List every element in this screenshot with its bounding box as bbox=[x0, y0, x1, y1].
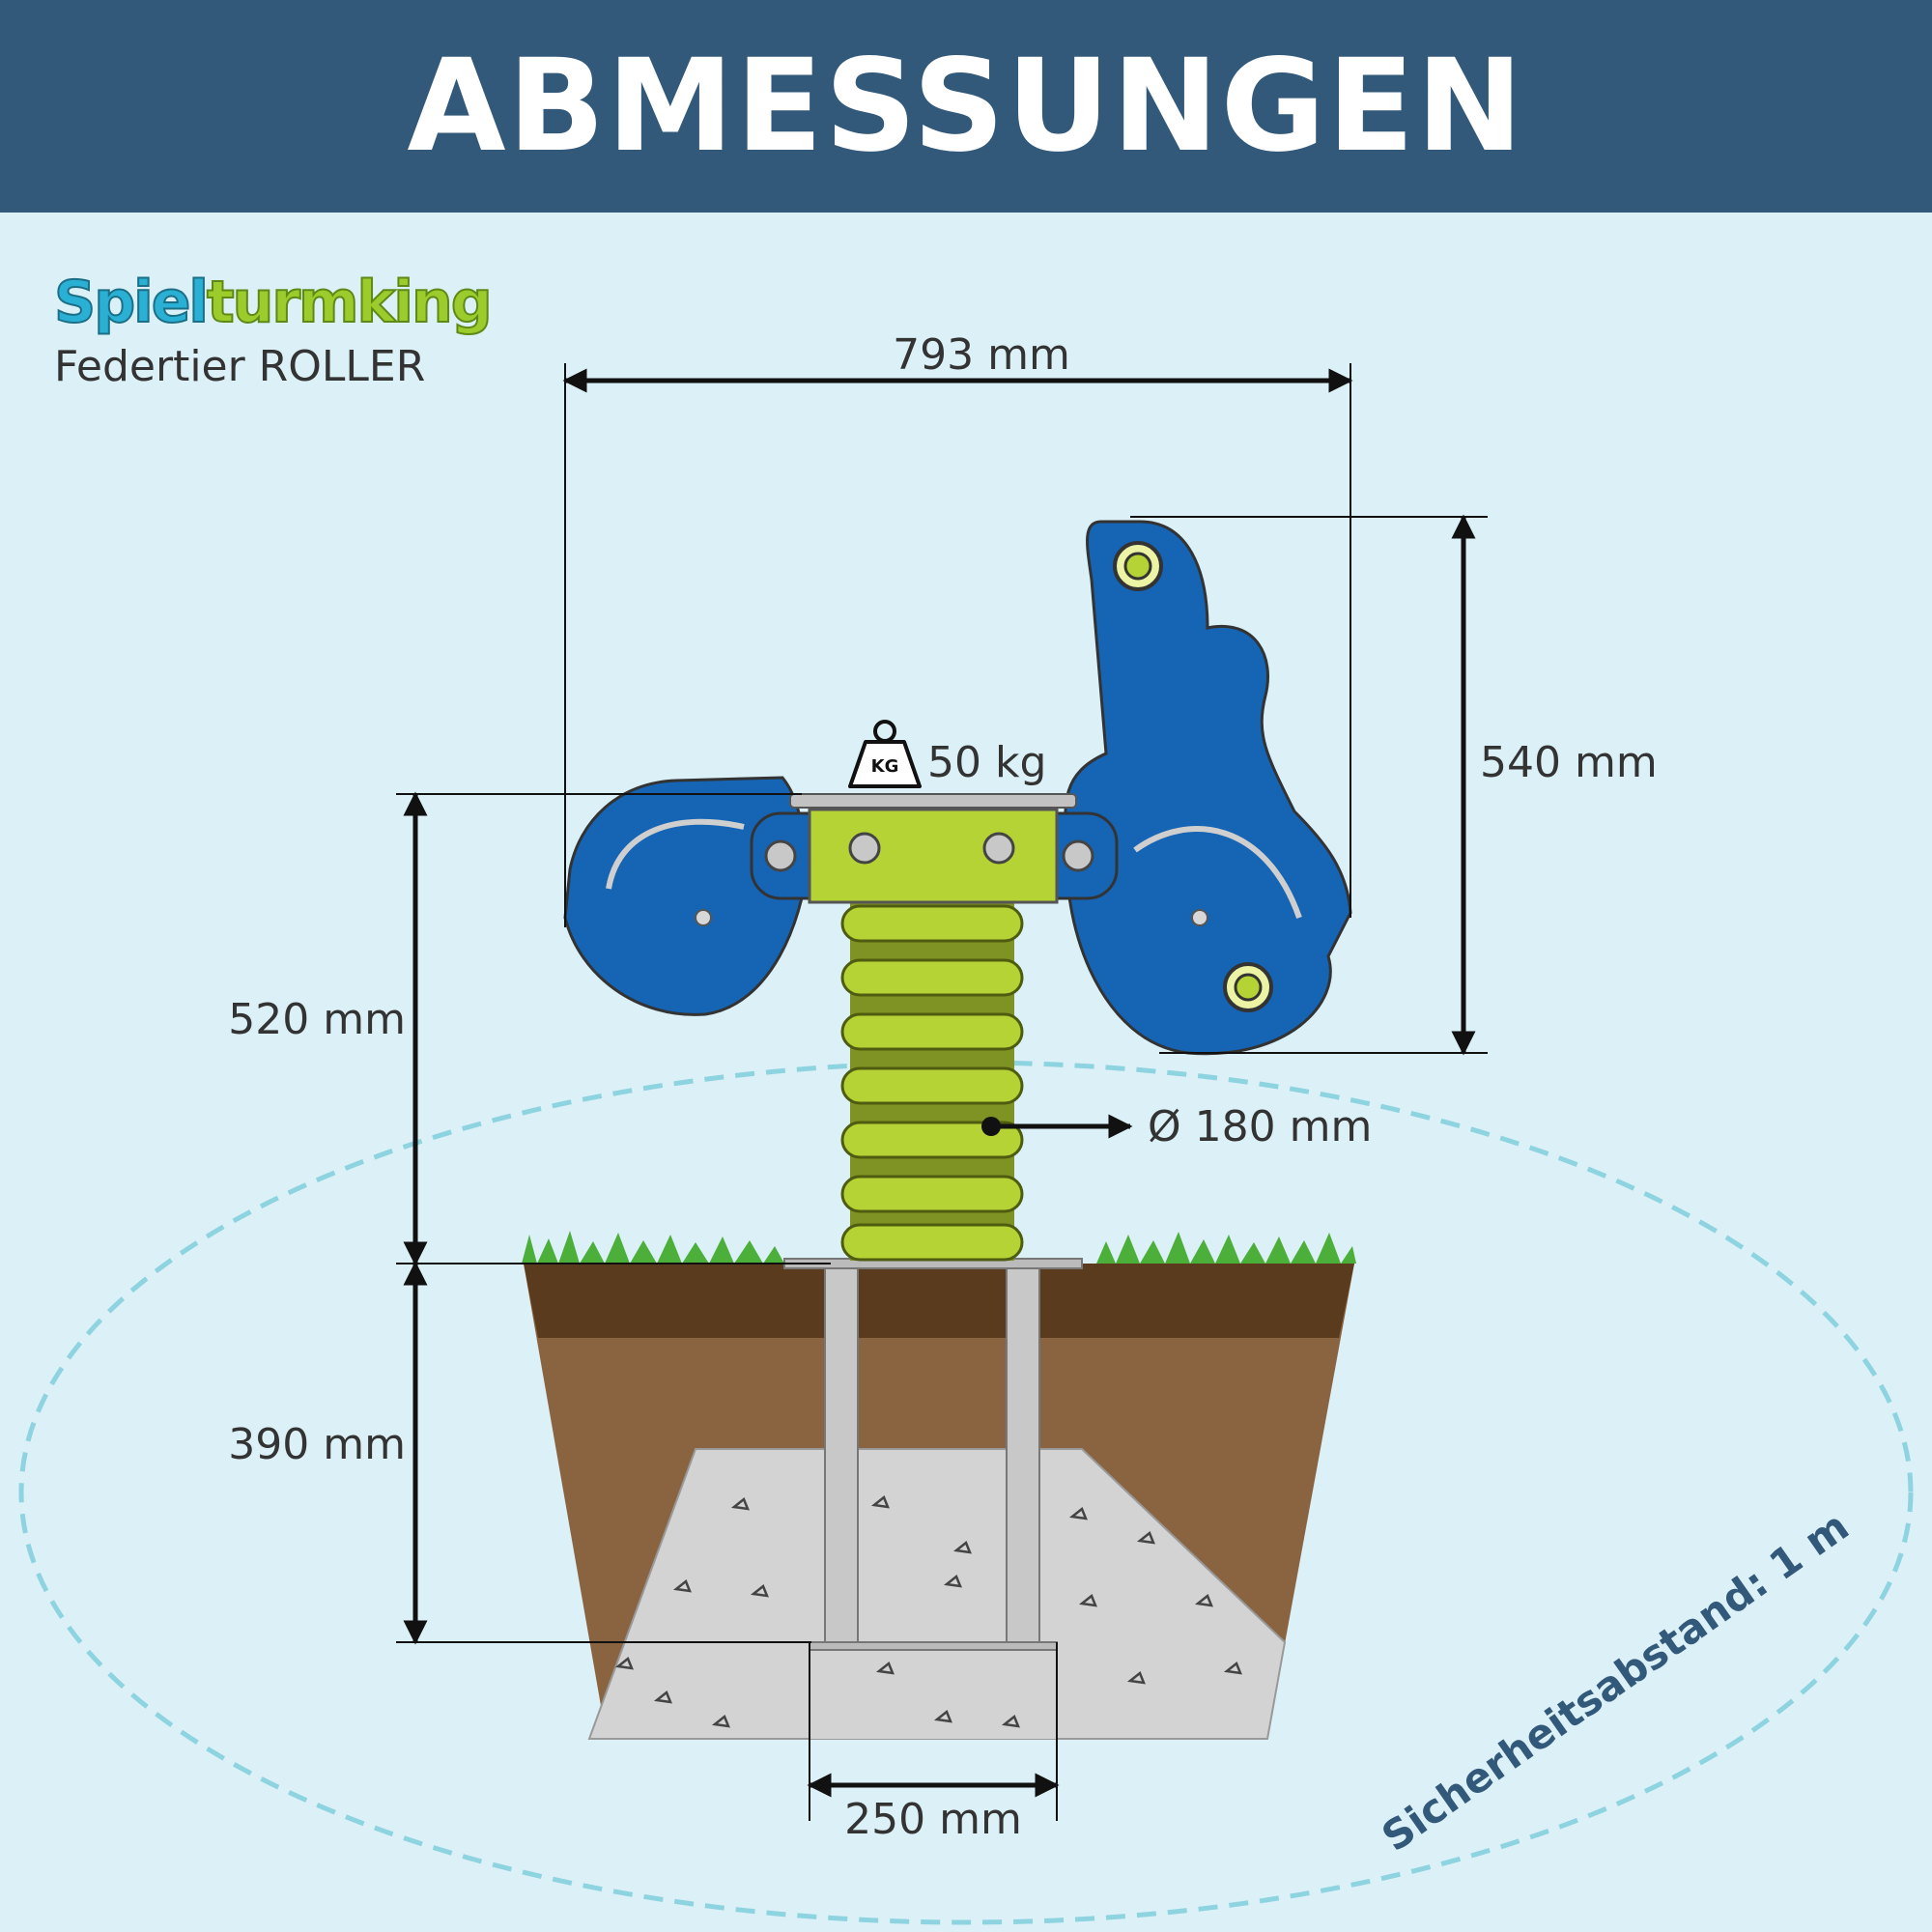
product-name: Federtier ROLLER bbox=[54, 342, 426, 391]
brand-logo: Spielturmking bbox=[53, 268, 494, 337]
rear-fender bbox=[606, 818, 745, 890]
width-label: 793 mm bbox=[893, 330, 1070, 380]
handle-top bbox=[1113, 541, 1163, 591]
foundation-depth-label: 390 mm bbox=[228, 1420, 406, 1469]
front-fender bbox=[1133, 826, 1302, 919]
grass-right bbox=[1096, 1232, 1356, 1264]
ground-section bbox=[522, 1231, 1356, 1740]
safety-distance-label: Sicherheitsabstand: 1 m bbox=[1374, 1502, 1858, 1861]
concrete-footing bbox=[810, 1642, 1057, 1739]
concrete-foundation bbox=[587, 1448, 1287, 1740]
footrest-front bbox=[1223, 962, 1273, 1012]
brand-block: Spielturmking Federtier ROLLER bbox=[53, 268, 494, 391]
brand-logo-part2: turmking bbox=[206, 268, 494, 337]
dimension-lines bbox=[396, 363, 1488, 1821]
grass-left bbox=[522, 1231, 784, 1264]
header-bar: ABMESSUNGEN bbox=[0, 0, 1932, 213]
roller-body bbox=[563, 520, 1352, 1056]
weight-icon: KG bbox=[848, 720, 922, 788]
body-height-label: 540 mm bbox=[1480, 738, 1658, 787]
front-panel bbox=[1064, 520, 1352, 1056]
bracket-bolts bbox=[764, 832, 1094, 872]
front-axle bbox=[1191, 909, 1208, 926]
mount-bracket-green bbox=[808, 808, 1059, 904]
rear-axle bbox=[695, 909, 712, 926]
anchor-post-right bbox=[1006, 1267, 1040, 1646]
seat-plate bbox=[789, 793, 1077, 809]
spring bbox=[840, 903, 1024, 1262]
spring-diameter-label: Ø 180 mm bbox=[1148, 1102, 1372, 1151]
brand-logo-part1: Spiel bbox=[53, 268, 210, 337]
spring-coils bbox=[840, 904, 1024, 1262]
seat-height-label: 520 mm bbox=[228, 995, 406, 1044]
soil-dark bbox=[524, 1264, 1354, 1338]
foundation-width-label: 250 mm bbox=[844, 1795, 1022, 1844]
anchor-post-left bbox=[824, 1267, 859, 1646]
weight-icon-label: KG bbox=[871, 756, 899, 777]
base-plate-bottom bbox=[809, 1641, 1058, 1651]
gravel-marks bbox=[614, 1494, 1242, 1728]
page-title: ABMESSUNGEN bbox=[407, 32, 1525, 181]
load-label: 50 kg bbox=[927, 738, 1046, 787]
